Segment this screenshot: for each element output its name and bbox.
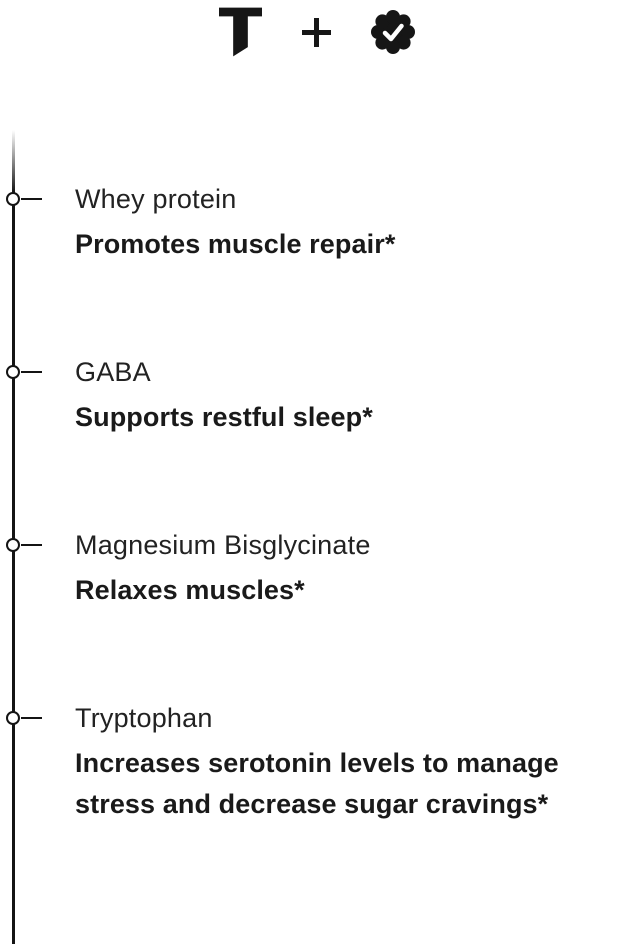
ingredient-title: GABA <box>75 357 151 387</box>
timeline-node-circle-icon <box>6 192 20 206</box>
plus-icon <box>301 17 331 47</box>
timeline-node-circle-icon <box>6 538 20 552</box>
ingredient-item-tryptophan: Tryptophan Increases serotonin levels to… <box>0 701 627 825</box>
ingredient-title: Whey protein <box>75 184 237 214</box>
ingredient-item-gaba: GABA Supports restful sleep* <box>0 355 627 438</box>
ingredient-item-magnesium-bisglycinate: Magnesium Bisglycinate Relaxes muscles* <box>0 528 627 611</box>
ingredient-benefit: Relaxes muscles* <box>75 575 305 605</box>
ingredient-text-block: Tryptophan Increases serotonin levels to… <box>75 701 627 825</box>
ingredient-benefit: Supports restful sleep* <box>75 402 373 432</box>
verified-badge-icon <box>370 10 415 54</box>
ingredient-benefit: Promotes muscle repair* <box>75 229 396 259</box>
ingredient-benefit: Increases serotonin levels to manage str… <box>75 748 559 819</box>
ingredient-text-block: GABA Supports restful sleep* <box>75 355 627 438</box>
timeline-node-tick <box>21 716 42 720</box>
timeline-node-circle-icon <box>6 711 20 725</box>
ingredient-text-block: Magnesium Bisglycinate Relaxes muscles* <box>75 528 627 611</box>
brand-lockup-header <box>0 6 633 58</box>
t-brand-logo-icon <box>218 7 262 57</box>
ingredient-item-whey-protein: Whey protein Promotes muscle repair* <box>0 182 627 265</box>
ingredient-title: Magnesium Bisglycinate <box>75 530 371 560</box>
ingredient-text-block: Whey protein Promotes muscle repair* <box>75 182 627 265</box>
timeline-node-tick <box>21 197 42 201</box>
timeline-vertical-line <box>11 130 15 944</box>
timeline-node-tick <box>21 370 42 374</box>
ingredient-title: Tryptophan <box>75 703 213 733</box>
timeline-node-tick <box>21 543 42 547</box>
timeline-node-circle-icon <box>6 365 20 379</box>
